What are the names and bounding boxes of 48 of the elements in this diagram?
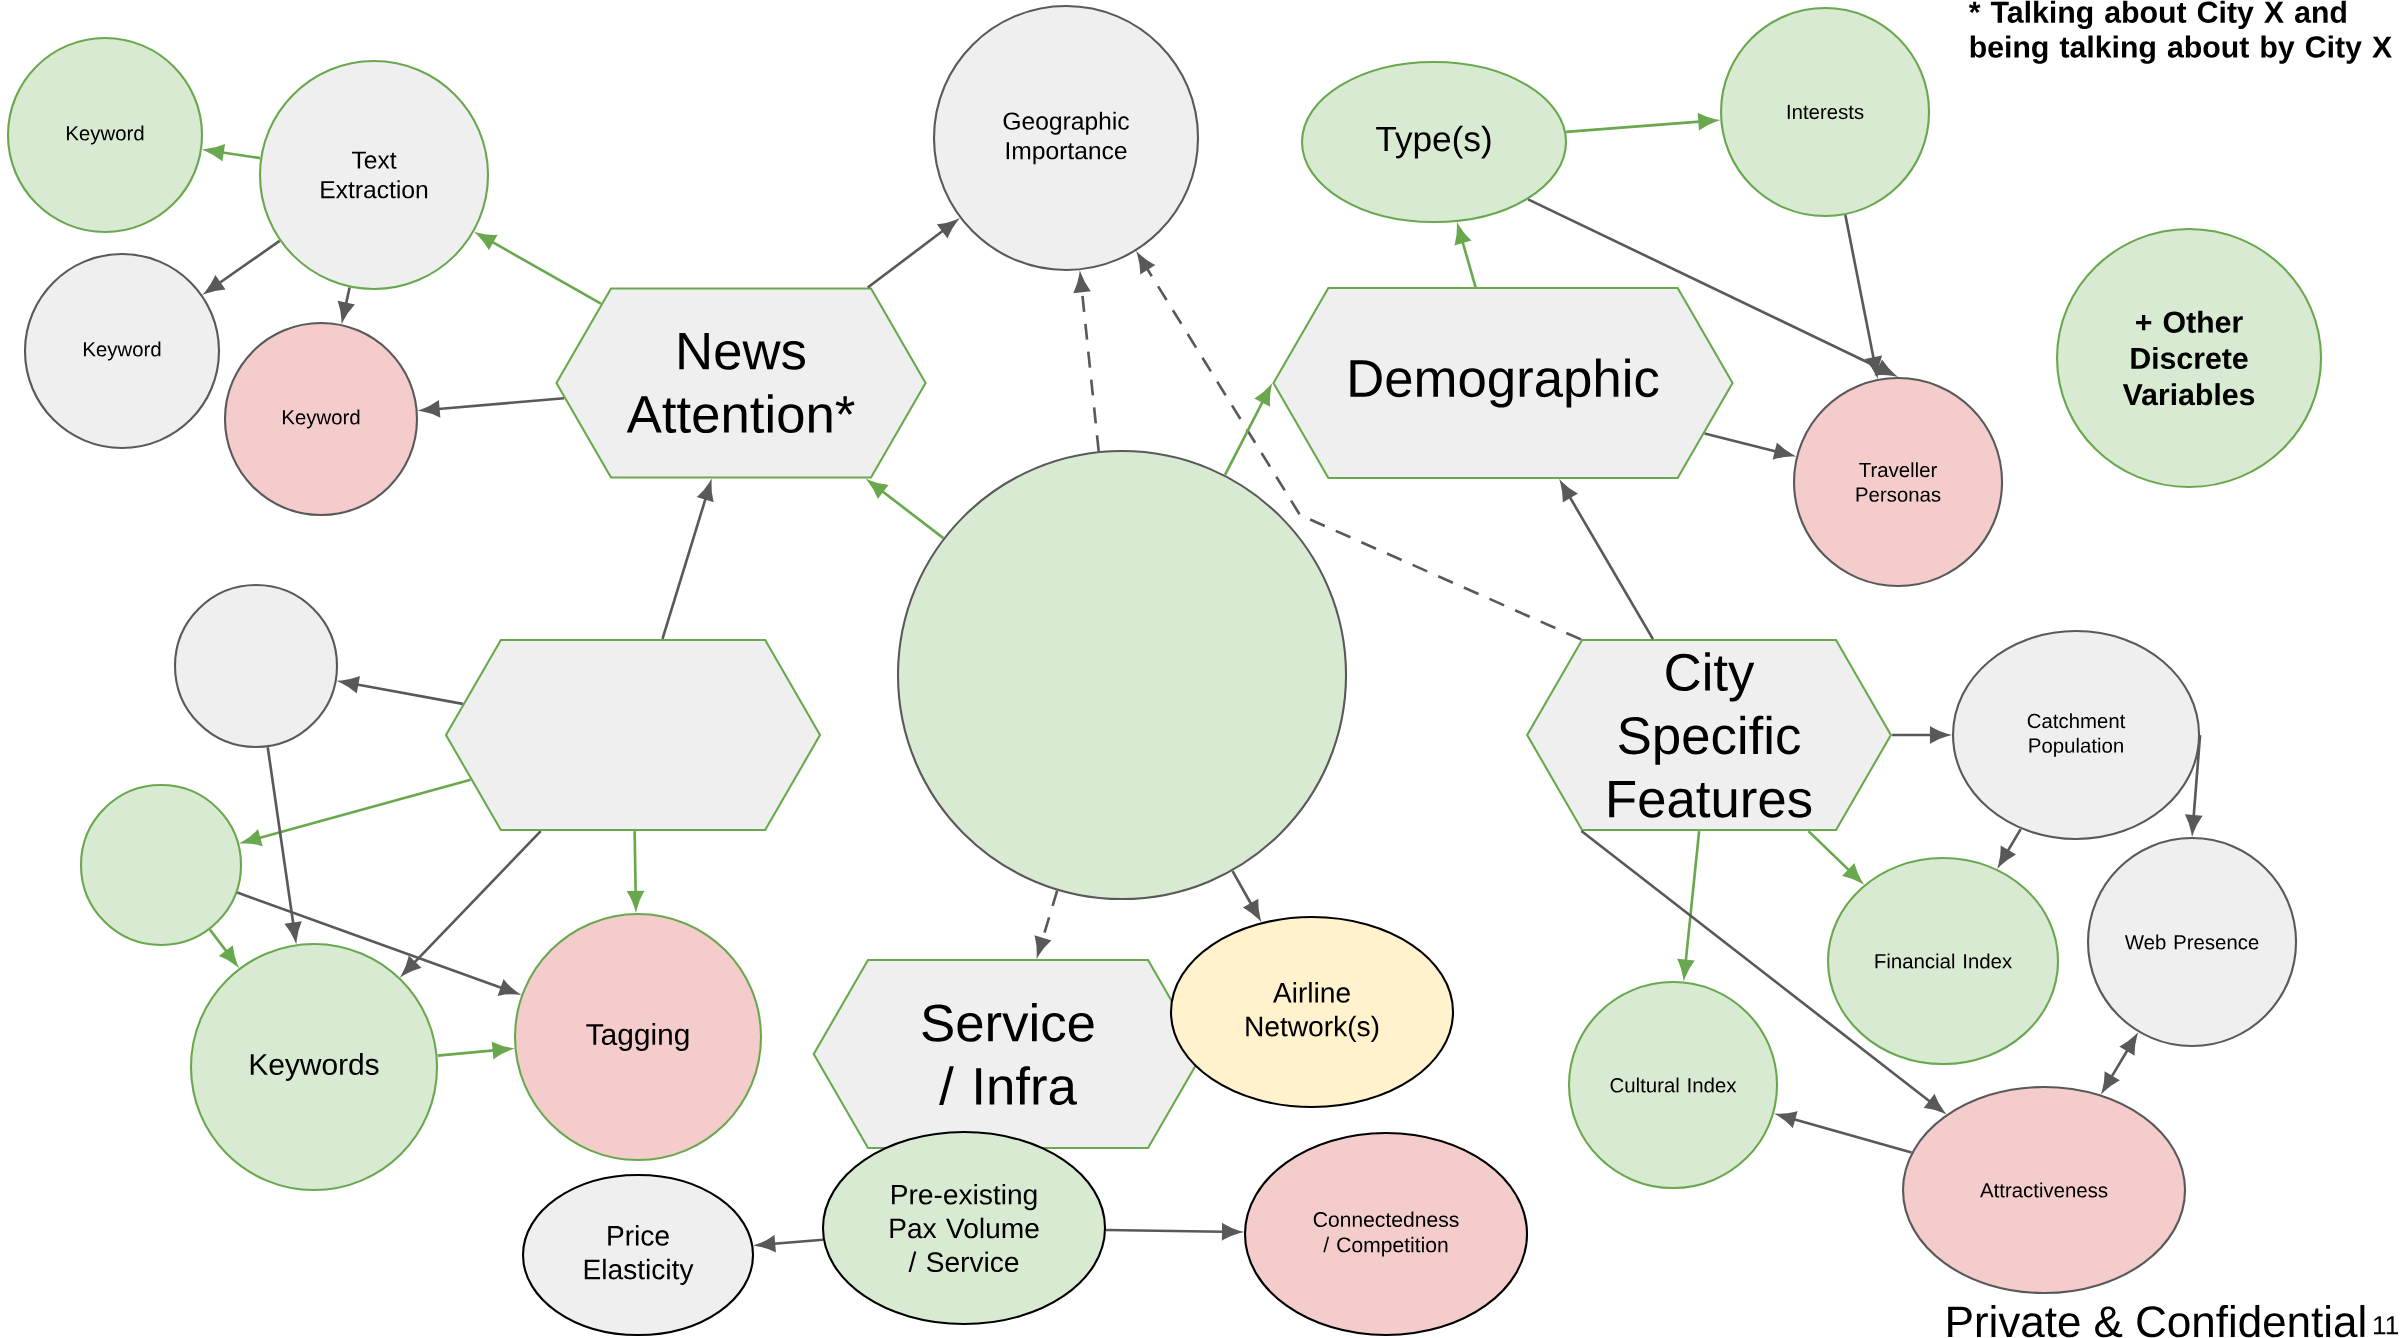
circle-node: Keyword [6,36,204,234]
circle-node: Interests [1719,6,1931,218]
arrow [868,480,945,540]
circle-node: Text Extraction [258,59,490,291]
arrow [1892,727,1949,743]
circle-node [173,583,339,749]
arrow [477,232,602,305]
note: * Talking about City X and being talking about by City X [1968,0,2392,64]
arrow [1106,1223,1241,1240]
hexagon-node: City Specific Features [1525,638,1893,832]
circle-node: Tagging [513,912,763,1162]
circle-node: Keywords [189,942,439,1192]
arrow [1777,1111,1912,1154]
arrow [866,219,958,289]
arrow [1807,830,1862,883]
ellipse-node: Type(s) [1300,60,1568,224]
arrow [1527,198,1895,377]
circle-node [896,449,1348,901]
ellipse-node: + Other Discrete Variables [2055,227,2323,489]
ellipse-node: Pre-existing Pax Volume / Service [821,1130,1107,1326]
hexagon-node [444,638,822,832]
circle-node: Traveller Personas [1792,376,2004,588]
ellipse-node: Cultural Index [1567,980,1779,1190]
circle-node [79,783,243,947]
arrow [627,831,644,910]
circle-node: Geographic Importance [932,4,1200,272]
arrow [1580,830,1944,1113]
arrow [2185,734,2202,834]
ellipse-node: Financial Index [1826,856,2060,1066]
ellipse-node: Catchment Population [1951,629,2201,841]
arrow [1565,113,1717,134]
circle-node: Web Presence [2086,836,2298,1048]
ellipse-node: Connectedness / Competition [1243,1131,1529,1337]
ellipse-node: Airline Network(s) [1169,915,1455,1109]
arrow [338,287,354,321]
hexagon-node: Service / Infra [812,958,1204,1150]
page-number: 11 [2373,1316,2399,1335]
dashed-arrow [1034,890,1059,956]
arrow [340,676,463,706]
ellipse-node: Attractiveness [1901,1085,2187,1295]
arrow [208,928,238,966]
arrow [1231,870,1261,920]
ellipse-node: Price Elasticity [521,1173,755,1337]
hexagon-node: News Attention* [555,287,927,479]
arrow [205,239,281,294]
circle-node: Keyword [223,321,419,517]
circle-node: Keyword [23,252,221,450]
double-arrow [2102,1035,2137,1092]
